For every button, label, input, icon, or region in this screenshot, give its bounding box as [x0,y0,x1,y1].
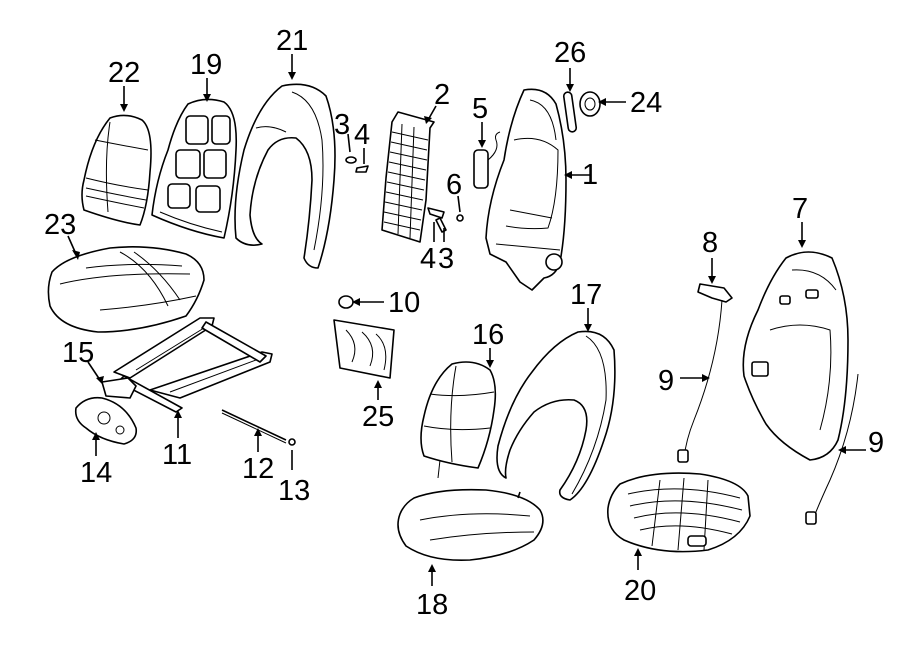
part-10-cap [338,295,354,309]
callout-3-top: 3 [334,109,350,141]
callout-9-left: 9 [658,365,674,397]
callout-19: 19 [190,49,222,81]
callout-24: 24 [630,87,662,119]
callout-4-top: 4 [354,119,370,151]
part-3-clip [345,156,357,164]
part-9-cable-left [677,299,723,463]
part-25-pad [333,319,395,379]
part-17-bolster-trim [496,330,616,501]
callout-22: 22 [108,57,140,89]
callout-4-bottom: 4 [420,243,436,275]
part-22-seatback-cover [81,114,152,226]
callout-17: 17 [570,279,602,311]
callout-20: 20 [624,575,656,607]
part-13-pin [288,438,296,446]
callout-6: 6 [446,169,462,201]
part-15-adjuster-bracket [101,377,137,399]
callout-5: 5 [472,93,488,125]
callout-18: 18 [416,589,448,621]
part-4-clip [355,165,369,173]
callout-11: 11 [162,439,192,471]
part-9-cable-right [805,373,859,525]
callout-labels: 1 2 3 3 4 4 5 6 7 8 9 9 10 11 12 13 14 1… [44,25,884,621]
part-11-seat-cushion-frame [113,317,273,413]
part-18-seat-cushion-cover [397,488,544,562]
callout-9-right: 9 [868,427,884,459]
part-24-knob [579,91,601,117]
callout-3-bottom: 3 [438,243,454,275]
callout-14: 14 [80,457,112,489]
part-20-seat-cushion-foam [607,472,751,553]
part-21-seat-bolster-trim [234,83,336,269]
callout-25: 25 [362,401,394,433]
callout-12: 12 [242,453,274,485]
part-5-switch [473,131,501,189]
callout-1: 1 [582,159,598,191]
callout-26: 26 [554,37,586,69]
part-14-recliner-mechanism [74,396,138,445]
part-23-seat-cushion-cover [47,246,205,333]
part-12-cable-rod [221,409,287,444]
part-26-guide-rod [562,91,578,133]
callout-10: 10 [388,287,420,319]
callout-2: 2 [434,79,450,111]
callout-13: 13 [278,475,310,507]
arrow-22 [120,104,128,112]
callout-15: 15 [62,337,94,369]
part-16-seatback-cover [420,361,497,479]
callout-16: 16 [472,319,504,351]
callout-23: 23 [44,209,76,241]
leader-lines [67,54,866,586]
part-8-connector [697,283,733,303]
callout-7: 7 [792,193,808,225]
callout-8: 8 [702,227,718,259]
part-2-lumbar-support [381,111,435,243]
part-6-pin [456,214,464,222]
part-19-seatback-frame [151,98,238,239]
part-1-seatback-frame [485,88,567,291]
part-7-seatback-shell [742,251,849,461]
callout-21: 21 [276,25,308,57]
